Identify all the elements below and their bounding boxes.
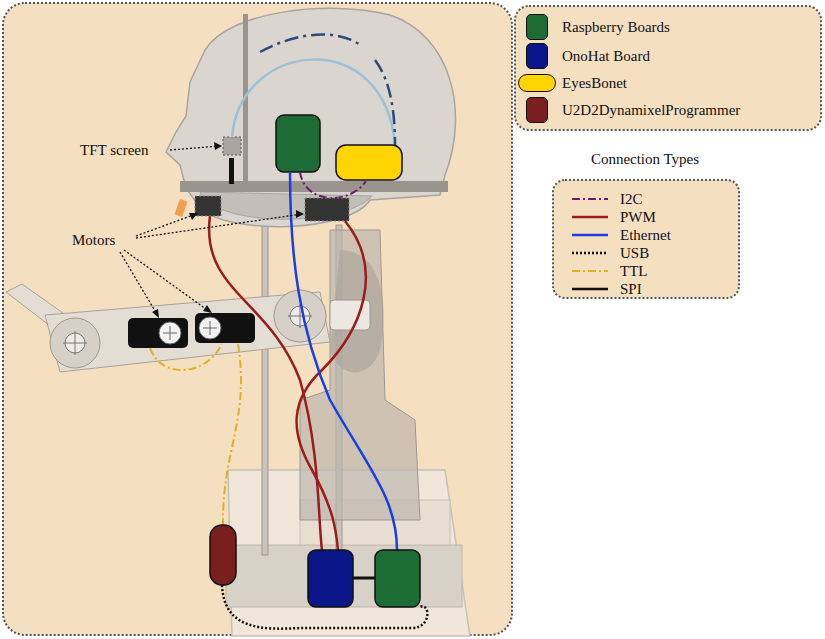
legend-line-sample: [572, 252, 608, 255]
legend-line-sample: [572, 270, 608, 272]
legend-label: U2D2DynamixelProgrammer: [562, 101, 740, 119]
arrow-heads-part: [189, 213, 198, 220]
legend-swatch: [526, 14, 548, 40]
legend-label: SPI: [620, 280, 642, 298]
leader-lines-part: [170, 146, 220, 150]
annotation-label: TFT screen: [80, 141, 148, 159]
robot-head-part: [175, 199, 188, 217]
bottom-boards-part: [308, 550, 353, 607]
panel-backgrounds-part: [515, 6, 821, 130]
robot-arm-part: [195, 313, 255, 343]
robot-head-part: [336, 145, 402, 180]
robot-arm-part: [50, 318, 100, 368]
robot-head-part: [229, 158, 234, 184]
robot-arm-part: [199, 317, 221, 339]
wires-part: [297, 221, 366, 550]
bottom-boards-part: [210, 525, 236, 585]
panel-backgrounds-part: [553, 180, 739, 298]
arrow-heads-part: [214, 142, 222, 150]
robot-head-part: [166, 8, 456, 226]
legend-line-sample: [572, 288, 608, 291]
wires: [150, 172, 427, 629]
leader-lines: [120, 146, 302, 316]
legend-label: Ethernet: [620, 226, 671, 244]
legend-line-sample: [572, 198, 608, 200]
robot-head-part: [276, 115, 320, 172]
robot-arm-part: [288, 304, 312, 328]
leader-lines-part: [136, 214, 196, 236]
robot-arm-part: [159, 322, 181, 344]
wires-part: [290, 172, 397, 550]
legend-swatch: [526, 97, 548, 123]
legend-line-sample: [572, 216, 608, 219]
panel-backgrounds: [3, 3, 821, 635]
arrow-heads-part: [152, 309, 159, 318]
legend-label: OnoHat Board: [562, 47, 650, 65]
legend-swatch: [518, 74, 556, 92]
robot-head-part: [223, 137, 241, 155]
bottom-boards: [210, 525, 420, 607]
robot-arm-part: [128, 318, 188, 348]
wires-part: [223, 344, 241, 525]
robot-body-part: [262, 225, 268, 555]
robot-arm-part: [63, 331, 87, 355]
legend-label: Raspberry Boards: [562, 18, 670, 36]
legend-label: TTL: [620, 262, 648, 280]
panel-backgrounds-part: [3, 3, 512, 635]
legend-label: USB: [620, 244, 649, 262]
arrow-heads-part: [296, 210, 304, 218]
robot-body-part: [330, 250, 384, 373]
bottom-boards-part: [375, 550, 420, 607]
robot-arm-part: [163, 326, 177, 340]
legend-swatch: [526, 43, 548, 69]
robot-arm-part: [330, 300, 370, 330]
robot-head: [166, 8, 456, 226]
robot-base-part: [226, 545, 462, 607]
legend-line-sample: [572, 234, 608, 237]
annotation-label: Connection Types: [591, 150, 699, 168]
wires-part: [209, 216, 322, 550]
robot-head-part: [300, 172, 366, 198]
arrow-heads-part: [203, 305, 212, 313]
legend-label: EyesBonet: [562, 74, 627, 92]
legend-label: PWM: [620, 208, 656, 226]
arrow-heads: [152, 142, 304, 318]
robot-arm-part: [203, 321, 217, 335]
annotation-label: Motors: [72, 231, 115, 249]
legend-label: I2C: [620, 190, 643, 208]
wires-part: [150, 344, 222, 370]
leader-lines-part: [120, 252, 158, 316]
bottom-boards-part: [353, 577, 375, 580]
robot-head-part: [180, 181, 448, 192]
leader-lines-part: [136, 214, 302, 238]
robot-head-part: [195, 196, 221, 216]
leader-lines-part: [124, 250, 210, 312]
robot-head-part: [305, 198, 349, 221]
robot-body: [262, 225, 420, 555]
